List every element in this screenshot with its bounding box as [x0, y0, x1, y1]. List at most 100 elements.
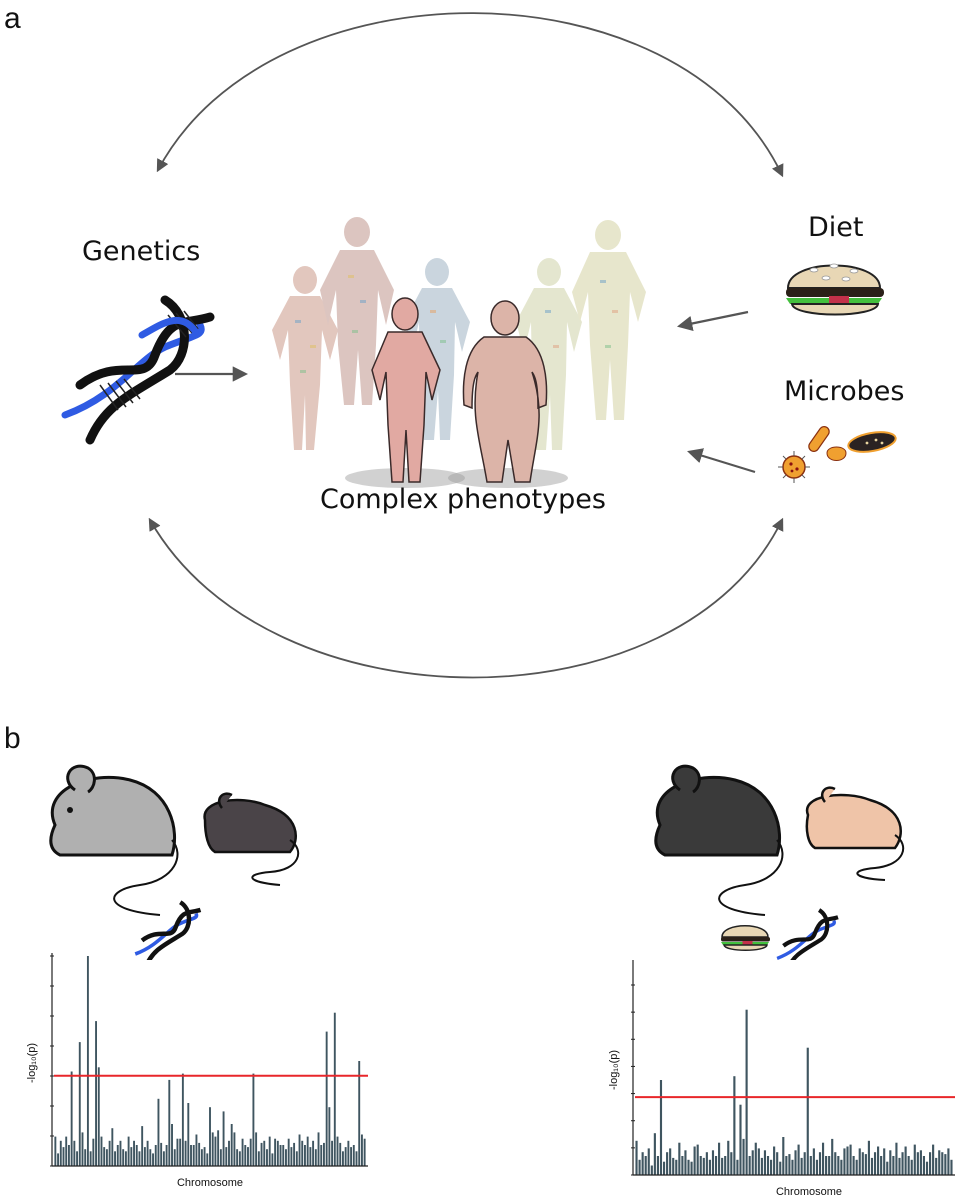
right-bar — [708, 1159, 711, 1175]
right-bar — [932, 1144, 935, 1175]
left-bar — [81, 1132, 84, 1166]
background-human-figures — [272, 217, 646, 450]
left-bar — [363, 1138, 366, 1166]
right-bar — [748, 1156, 751, 1175]
right-bar — [950, 1159, 953, 1175]
right-bar — [666, 1152, 669, 1175]
right-bar — [690, 1161, 693, 1175]
left-bar — [111, 1128, 114, 1166]
left-bar — [301, 1140, 304, 1166]
right-bar — [647, 1148, 650, 1175]
panel-b-mice — [49, 764, 905, 960]
right-bar — [858, 1148, 861, 1175]
right-bar — [711, 1150, 715, 1175]
top-cycle-arrow — [156, 12, 784, 178]
right-bar — [638, 1159, 641, 1175]
left-bar — [309, 1147, 312, 1166]
left-bar — [355, 1151, 358, 1166]
right-bar — [922, 1156, 926, 1175]
right-bar — [916, 1152, 919, 1175]
panel-a-graphic — [61, 12, 897, 679]
right-bar — [815, 1159, 818, 1175]
left-bar — [214, 1136, 217, 1166]
left-bar — [225, 1147, 228, 1166]
left-bar — [323, 1142, 325, 1166]
right-bar — [669, 1148, 672, 1175]
left-bar — [122, 1149, 125, 1166]
left-bar — [124, 1151, 127, 1166]
right-bar — [770, 1159, 773, 1175]
right-bar — [901, 1152, 904, 1175]
right-bar — [837, 1156, 840, 1175]
left-bar — [76, 1151, 79, 1166]
left-bar — [160, 1142, 163, 1166]
left-bar — [358, 1061, 361, 1166]
left-plot-bars — [54, 956, 366, 1166]
left-y-ticks — [50, 955, 54, 1167]
left-bar — [257, 1151, 260, 1166]
right-bar — [739, 1104, 742, 1175]
right-bar — [895, 1142, 898, 1175]
right-bar — [809, 1156, 812, 1175]
right-bar — [904, 1146, 907, 1175]
right-bar — [779, 1161, 782, 1175]
left-bar — [287, 1138, 290, 1166]
right-bar — [849, 1144, 852, 1175]
left-bar — [314, 1149, 317, 1166]
left-bar — [255, 1132, 258, 1166]
left-bar — [317, 1132, 320, 1166]
left-bar — [173, 1149, 176, 1166]
right-bar — [714, 1156, 718, 1175]
left-bar — [203, 1147, 206, 1166]
microbes-label: Microbes — [784, 376, 905, 407]
left-bar — [86, 956, 89, 1166]
left-bar — [293, 1142, 296, 1166]
right-bar — [650, 1165, 653, 1175]
right-bar — [742, 1138, 745, 1175]
left-bar — [350, 1147, 353, 1166]
right-bar — [855, 1159, 858, 1175]
right-bar — [672, 1157, 675, 1175]
left-bar — [59, 1140, 62, 1166]
left-bar — [62, 1147, 65, 1166]
left-bar — [54, 1136, 57, 1166]
right-bar — [635, 1140, 638, 1175]
left-bar — [187, 1103, 190, 1166]
right-bar — [929, 1152, 932, 1175]
left-bar — [141, 1126, 144, 1166]
left-bar — [97, 1067, 100, 1166]
figure-shadow-right — [448, 468, 568, 488]
left-bar — [146, 1140, 149, 1166]
left-bar — [271, 1153, 274, 1166]
gray-mouse-icon — [49, 764, 179, 916]
right-bar — [910, 1159, 913, 1175]
right-bar — [730, 1152, 733, 1175]
left-bar — [100, 1136, 103, 1166]
left-bar — [312, 1140, 315, 1166]
left-bar — [268, 1136, 271, 1166]
right-bar — [821, 1142, 825, 1175]
left-ylabel: -log₁₀(p) — [26, 1043, 38, 1083]
left-bar — [138, 1151, 141, 1166]
right-bar — [785, 1156, 788, 1175]
left-bar — [249, 1138, 252, 1166]
right-bar — [659, 1080, 663, 1175]
dna-icon — [61, 295, 215, 445]
right-bar — [925, 1161, 929, 1175]
right-bar — [852, 1156, 855, 1175]
right-bar — [818, 1152, 822, 1175]
small-dna-icon-left — [134, 900, 202, 960]
left-bar — [344, 1147, 347, 1166]
left-bar — [241, 1138, 244, 1166]
left-bar — [184, 1140, 187, 1166]
right-bar — [794, 1150, 797, 1175]
microbes-icon — [778, 426, 897, 483]
black-mouse-icon — [654, 764, 784, 916]
right-bar — [892, 1156, 895, 1175]
left-bar — [105, 1149, 108, 1166]
left-bar — [190, 1145, 192, 1166]
left-bar — [222, 1111, 225, 1166]
left-bar — [341, 1151, 344, 1166]
right-bar — [831, 1138, 834, 1175]
left-bar — [325, 1031, 328, 1166]
